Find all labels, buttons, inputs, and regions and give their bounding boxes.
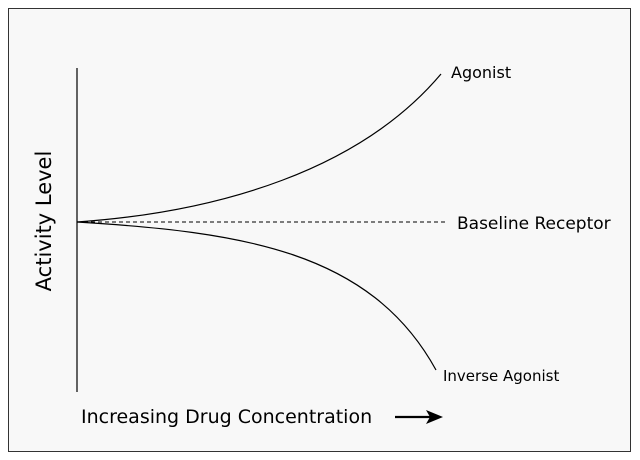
- diagram-frame: [8, 8, 631, 452]
- baseline-receptor-label: Baseline Receptor: [457, 214, 611, 234]
- inverse-agonist-label: Inverse Agonist: [443, 367, 559, 385]
- x-axis-label: Increasing Drug Concentration: [81, 406, 372, 428]
- agonist-curve: [76, 73, 442, 223]
- y-axis-label: Activity Level: [32, 151, 56, 292]
- agonist-label: Agonist: [451, 63, 511, 82]
- inverse-agonist-curve: [76, 221, 437, 371]
- right-arrow-icon: [395, 410, 443, 424]
